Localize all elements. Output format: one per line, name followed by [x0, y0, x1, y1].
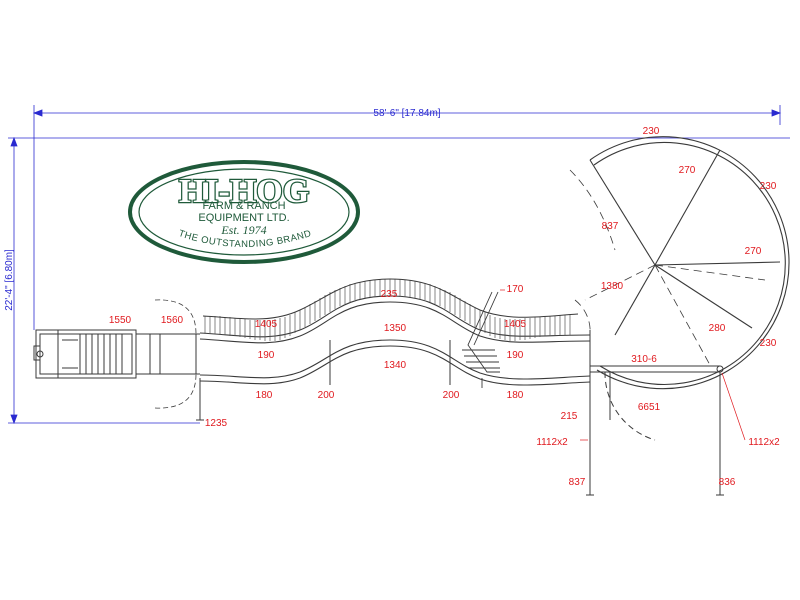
dim-1405-left: 1405 [255, 319, 278, 330]
dim-215: 215 [561, 411, 578, 422]
squeeze-chute [33, 329, 200, 379]
dim-230-top: 230 [643, 126, 660, 137]
dim-1550: 1550 [109, 315, 132, 326]
dim-1340: 1340 [384, 360, 407, 371]
overall-height-dimension [8, 136, 790, 425]
crowding-tub [589, 136, 790, 390]
logo-brand-text: HI-HOG [179, 173, 309, 210]
dim-170: 170 [507, 284, 524, 295]
alley-cover-hatch [204, 279, 571, 341]
logo-line2: EQUIPMENT LTD. [198, 212, 289, 224]
right-legs [586, 365, 724, 496]
dim-230-right: 230 [760, 181, 777, 192]
dim-836: 836 [719, 477, 736, 488]
tub-exit [590, 365, 720, 441]
tub-gate-swing-dashes [569, 169, 766, 366]
dim-1405-right: 1405 [504, 319, 527, 330]
dim-310-6: 310-6 [631, 354, 657, 365]
dim-190-left: 190 [258, 350, 275, 361]
dim-1112x2-right: 1112x2 [748, 437, 780, 448]
dim-270-right: 270 [745, 246, 762, 257]
alley-posts [329, 330, 591, 385]
dim-1380: 1380 [601, 281, 624, 292]
alley-cover-outline [202, 278, 579, 320]
dim-1560: 1560 [161, 315, 184, 326]
dim-270-upper: 270 [679, 165, 696, 176]
logo-established: Est. 1974 [220, 223, 266, 237]
catwalk-step [462, 291, 500, 388]
leader-lines [500, 289, 746, 441]
hi-hog-logo: HI-HOG FARM & RANCH EQUIPMENT LTD. Est. … [128, 160, 360, 264]
dim-1235: 1235 [205, 418, 228, 429]
dim-200-right: 200 [443, 390, 460, 401]
dim-180-right: 180 [507, 390, 524, 401]
dim-235: 235 [381, 289, 398, 300]
dim-837-lower: 837 [569, 477, 586, 488]
overall-width-label: 58'-6" [17.84m] [373, 108, 440, 119]
dim-1112x2-left: 1112x2 [536, 437, 568, 448]
curved-alley [199, 295, 591, 386]
dim-1350: 1350 [384, 323, 407, 334]
dim-190-right: 190 [507, 350, 524, 361]
dim-200-left: 200 [318, 390, 335, 401]
dim-280: 280 [709, 323, 726, 334]
overall-height-label: 22'-4" [6.80m] [4, 249, 15, 311]
dim-230-lower: 230 [760, 338, 777, 349]
dim-837-upper: 837 [602, 221, 619, 232]
left-leg [196, 378, 204, 421]
logo-line1: FARM & RANCH [202, 200, 285, 212]
chute-gate-swing-arc [154, 299, 197, 409]
overall-width-dimension [32, 105, 782, 330]
dim-6651: 6651 [638, 402, 661, 413]
dim-180-left: 180 [256, 390, 273, 401]
